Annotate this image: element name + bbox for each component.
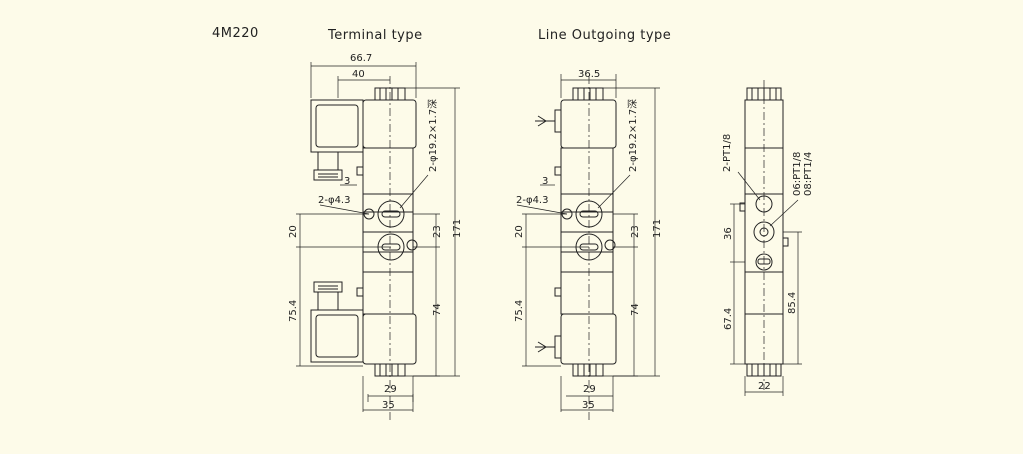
outgoing-dimensions (516, 74, 660, 412)
terminal-type-title: Terminal type (328, 28, 423, 43)
dim-22: 22 (758, 381, 771, 392)
dim-screw-holes: 2-φ4.3 (318, 195, 350, 206)
dim-36: 36 (723, 227, 734, 240)
side-view-dimensions (730, 171, 802, 396)
dim-29-2: 29 (583, 384, 596, 395)
terminal-dimensions (296, 62, 460, 412)
dim-40: 40 (352, 69, 365, 80)
outgoing-valve (535, 76, 617, 420)
terminal-dim-labels: 66.7 40 2-φ19.2×1.7深 3 2-φ4.3 20 23 75.4… (288, 53, 463, 411)
dim-20-2: 20 (514, 225, 525, 238)
dim-3-2: 3 (542, 176, 548, 187)
dim-75-4-2: 75.4 (514, 300, 525, 322)
outgoing-type-title: Line Outgoing type (538, 28, 672, 43)
port-b-label: 08:PT1/4 (803, 152, 814, 196)
dim-66-7: 66.7 (350, 53, 372, 64)
dim-74-2: 74 (630, 303, 641, 316)
dim-171: 171 (452, 219, 463, 238)
side-view-dim-labels: 2-PT1/8 06:PT1/8 08:PT1/4 36 67.4 85.4 2… (722, 134, 814, 392)
model-label: 4M220 (212, 26, 259, 41)
dim-74: 74 (432, 303, 443, 316)
dim-36-5: 36.5 (578, 69, 600, 80)
dim-29: 29 (384, 384, 397, 395)
port-small-label: 2-PT1/8 (722, 134, 733, 172)
dim-171-2: 171 (652, 219, 663, 238)
dim-mount-holes-2: 2-φ19.2×1.7深 (627, 99, 639, 172)
dim-67-4: 67.4 (723, 308, 734, 330)
dim-75-4: 75.4 (288, 300, 299, 322)
terminal-valve (310, 76, 418, 420)
dim-mount-holes: 2-φ19.2×1.7深 (427, 99, 439, 172)
outgoing-dim-labels: 36.5 2-φ19.2×1.7深 3 2-φ4.3 20 23 75.4 74… (514, 69, 663, 411)
dim-screw-holes-2: 2-φ4.3 (516, 195, 548, 206)
port-a-label: 06:PT1/8 (792, 152, 803, 196)
dim-85-4: 85.4 (787, 292, 798, 314)
side-view-valve (739, 80, 789, 390)
dim-35: 35 (382, 400, 395, 411)
dim-23-2: 23 (630, 225, 641, 238)
dim-23: 23 (432, 225, 443, 238)
dim-35-2: 35 (582, 400, 595, 411)
dim-20: 20 (288, 225, 299, 238)
dim-3: 3 (344, 176, 350, 187)
